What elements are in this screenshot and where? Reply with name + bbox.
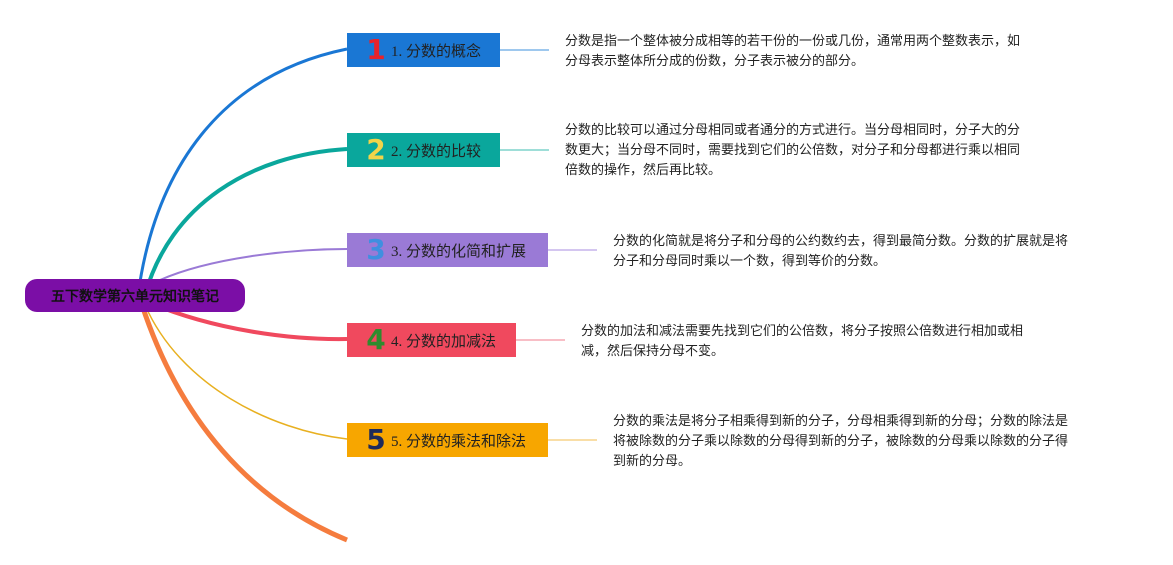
- note-line: 分数的比较可以通过分母相同或者通分的方式进行。当分母相同时，分子大的分: [565, 123, 1021, 138]
- topic-2[interactable]: 2 2. 分数的比较: [347, 133, 500, 167]
- topic-2-label: 2. 分数的比较: [391, 143, 482, 160]
- branch-2: [143, 147, 348, 296]
- note-line: 分数是指一个整体被分成相等的若干份的一份或几份，通常用两个整数表示，如: [565, 34, 1021, 49]
- note-line: 减，然后保持分母不变。: [581, 344, 725, 359]
- topic-1[interactable]: 1 1. 分数的概念: [347, 33, 500, 67]
- topic-3[interactable]: 3 3. 分数的化简和扩展: [347, 233, 548, 267]
- note-line: 分数的乘法是将分子相乘得到新的分子，分母相乘得到新的分母；分数的除法是: [613, 414, 1069, 429]
- number-1-icon: 1: [366, 33, 386, 66]
- branch-4: [149, 301, 348, 342]
- topic-5[interactable]: 5 5. 分数的乘法和除法: [347, 423, 548, 457]
- note-line: 分母表示整体所分成的份数，分子表示被分的部分。: [565, 54, 865, 69]
- topic-4-note[interactable]: 分数的加法和减法需要先找到它们的公倍数，将分子按照公倍数进行相加或相 减，然后保…: [581, 322, 1023, 362]
- number-5-icon: 5: [366, 423, 386, 456]
- note-line: 到新的分母。: [613, 454, 692, 469]
- note-line: 将被除数的分子乘以除数的分母得到新的分子，被除数的分母乘以除数的分子得: [613, 434, 1069, 449]
- branch-trailing: [139, 304, 348, 543]
- topic-5-label: 5. 分数的乘法和除法: [391, 433, 527, 450]
- topic-3-note[interactable]: 分数的化简就是将分子和分母的公约数约去，得到最简分数。分数的扩展就是将 分子和分…: [613, 232, 1068, 272]
- topic-3-label: 3. 分数的化简和扩展: [391, 243, 527, 260]
- topic-1-label: 1. 分数的概念: [391, 43, 482, 60]
- root-topic[interactable]: 五下数学第六单元知识笔记: [25, 279, 245, 312]
- topic-2-note[interactable]: 分数的比较可以通过分母相同或者通分的方式进行。当分母相同时，分子大的分 数更大；…: [565, 121, 1020, 181]
- number-4-icon: 4: [366, 323, 386, 356]
- note-line: 分数的化简就是将分子和分母的公约数约去，得到最简分数。分数的扩展就是将: [613, 234, 1069, 249]
- note-line: 数更大；当分母不同时，需要找到它们的公倍数，对分子和分母都进行乘以相同: [565, 143, 1021, 158]
- branch-3: [159, 248, 348, 281]
- branch-1: [136, 47, 348, 296]
- number-3-icon: 3: [366, 233, 386, 266]
- note-line: 分数的加法和减法需要先找到它们的公倍数，将分子按照公倍数进行相加或相: [581, 324, 1024, 339]
- topic-4[interactable]: 4 4. 分数的加减法: [347, 323, 516, 357]
- number-2-icon: 2: [366, 133, 386, 166]
- note-line: 分子和分母同时乘以一个数，得到等价的分数。: [613, 254, 887, 269]
- note-line: 倍数的操作，然后再比较。: [565, 163, 722, 178]
- topic-4-label: 4. 分数的加减法: [391, 333, 497, 350]
- topic-1-note[interactable]: 分数是指一个整体被分成相等的若干份的一份或几份，通常用两个整数表示，如 分母表示…: [565, 32, 1020, 72]
- topic-5-note[interactable]: 分数的乘法是将分子相乘得到新的分子，分母相乘得到新的分母；分数的除法是 将被除数…: [613, 412, 1068, 472]
- branch-5: [144, 304, 348, 440]
